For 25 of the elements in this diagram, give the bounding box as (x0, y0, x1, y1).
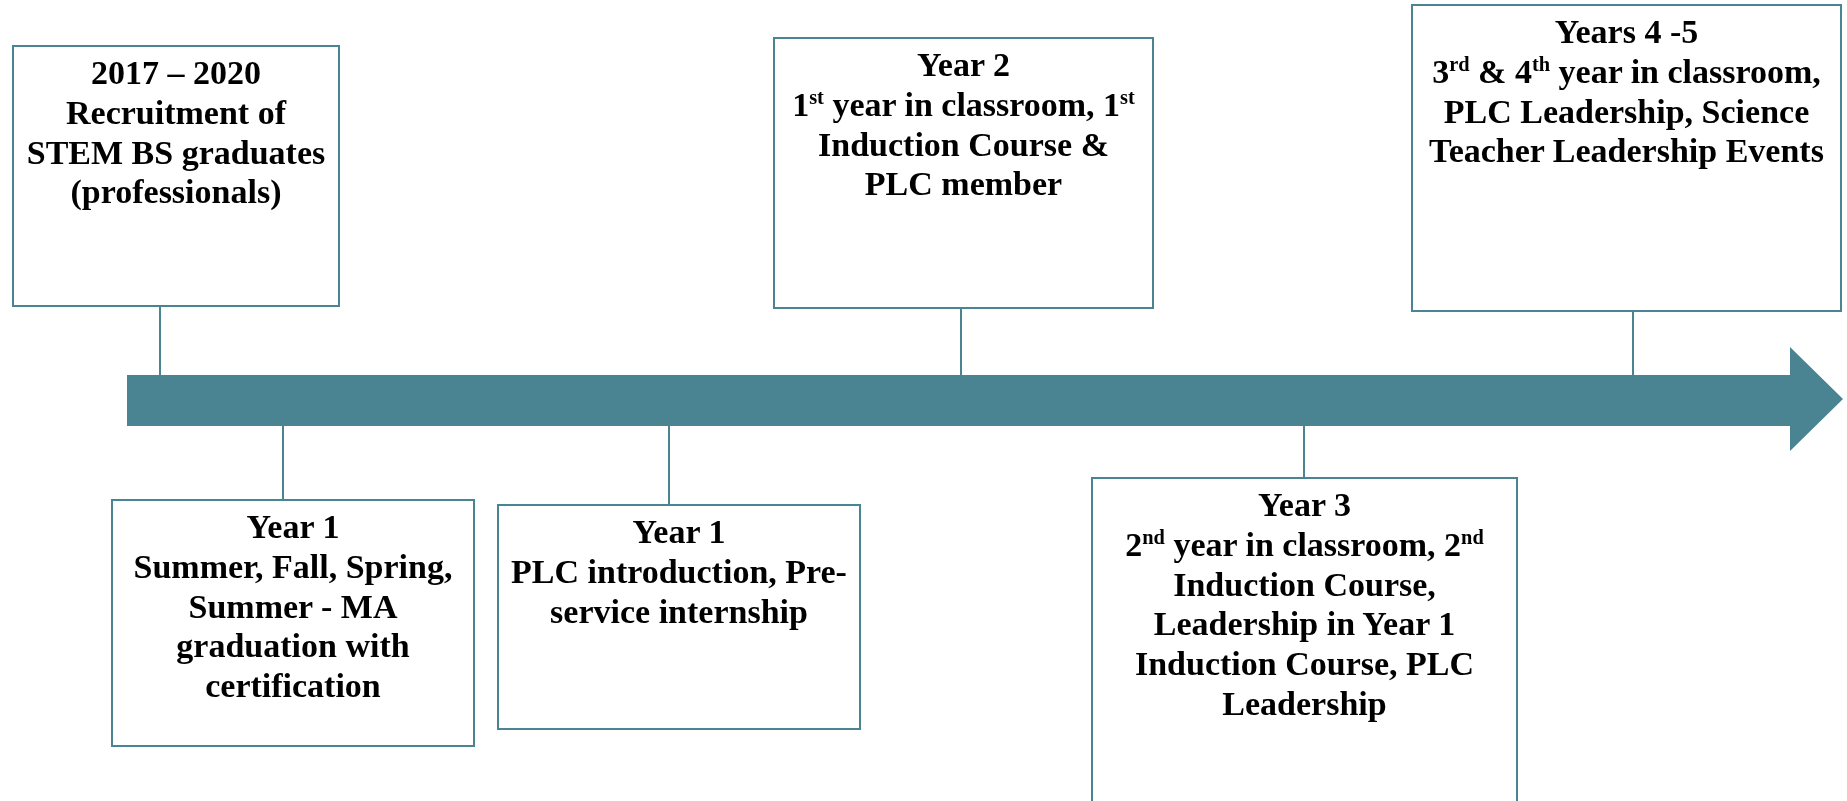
milestone-text: Recruitment of STEM BS graduates (professionals) (25, 92, 327, 213)
timeline-arrow (127, 347, 1843, 451)
milestone-heading: Year 2 (917, 45, 1010, 85)
milestone-box (111, 499, 475, 747)
milestone-box (1091, 477, 1518, 801)
milestone-heading: 2017 – 2020 (91, 53, 261, 93)
milestone-text: 3$^{rd}$ & 4$^{th}$ year in classroom, PLC Leadership, Science Teacher Leadership Events (1428, 51, 1825, 172)
milestone-box (12, 45, 340, 307)
milestone-box (497, 504, 861, 730)
milestone-text: Summer, Fall, Spring, Summer - MA graduation with certification (132, 546, 454, 706)
milestone-text: 1$^{st}$ year in classroom, 1$^{st}$ Induction Course & PLC member (791, 84, 1136, 205)
milestone-text: 2$^{nd}$ year in classroom, 2$^{nd}$ Induction Course, Leadership in Year 1 Induction Course, PLC Leadership (1124, 524, 1485, 724)
milestone-heading: Year 1 (632, 512, 726, 552)
milestone-box (1411, 4, 1842, 312)
milestone-box (773, 37, 1154, 309)
milestone-heading: Years 4 -5 (1554, 12, 1699, 52)
milestone-text: PLC introduction, Pre-service internship (510, 551, 848, 632)
leader-line (1303, 425, 1305, 478)
milestone-heading: Year 1 (246, 507, 340, 547)
milestone-heading: Year 3 (1258, 485, 1351, 525)
leader-line (960, 308, 962, 376)
leader-line (282, 425, 284, 500)
leader-line (159, 306, 161, 376)
leader-line (1632, 311, 1634, 376)
leader-line (668, 425, 670, 505)
